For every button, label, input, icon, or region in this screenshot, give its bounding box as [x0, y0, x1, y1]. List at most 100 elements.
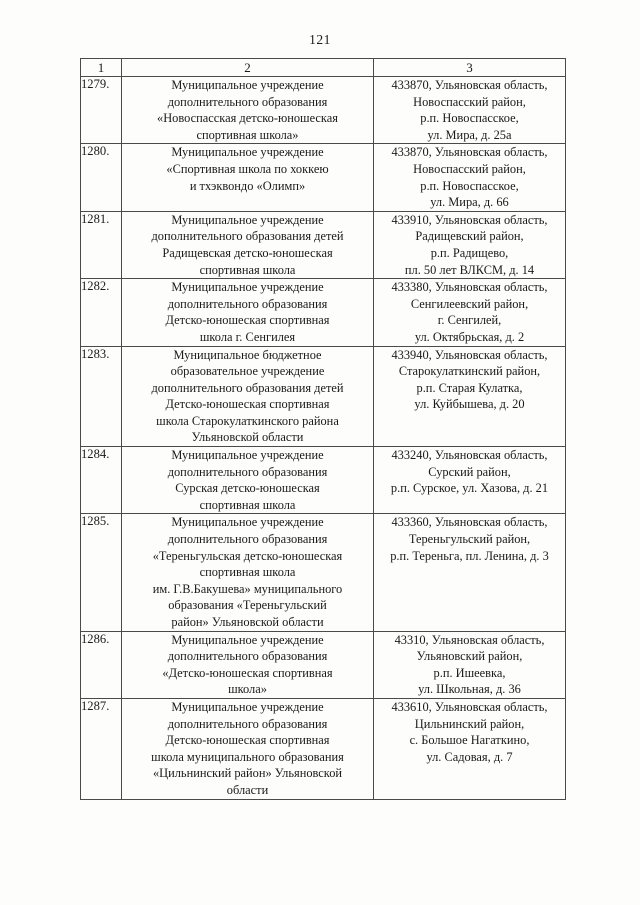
- organization-name-line: спортивная школа»: [196, 127, 299, 142]
- organization-name-line: «Тереньгульская детско-юношеская: [152, 548, 343, 563]
- organization-address-line: Сурский район,: [428, 464, 511, 479]
- organization-name-line: области: [226, 782, 269, 797]
- column-header-1: 1: [80, 58, 122, 77]
- organization-address-line: Ульяновский район,: [416, 649, 523, 664]
- organization-address-cell: 433360, Ульяновская область, Тереньгульск…: [373, 513, 566, 632]
- organization-address-cell: 433380, Ульяновская область,Сенгилеевски…: [373, 278, 566, 347]
- organization-address-cell: 433910, Ульяновская область, Радищевский …: [373, 210, 566, 280]
- organization-address-line: 433610, Ульяновская область,: [391, 699, 548, 714]
- organization-address-line: ул. Мира, д. 66: [430, 195, 509, 210]
- organization-address-line: р.п. Тереньга, пл. Ленина, д. 3: [390, 548, 549, 563]
- organization-address-line: 433870, Ульяновская область,: [391, 145, 548, 160]
- row-index-cell: 1284.: [80, 446, 122, 515]
- organization-address-line: Новоспасский район,: [413, 94, 526, 109]
- organization-name-line: Детско-юношеская спортивная: [165, 733, 330, 748]
- organization-address-cell: 433870, Ульяновская область, Новоспасский…: [373, 75, 566, 145]
- organization-name-cell: Муниципальное учреждение«Спортивная школ…: [121, 143, 374, 212]
- organization-name-line: Детско-юношеская спортивная: [165, 397, 330, 412]
- row-index-cell: 1283.: [80, 345, 122, 448]
- organization-name-line: дополнительного образования: [167, 532, 328, 547]
- organization-address-line: пл. 50 лет ВЛКСМ, д. 14: [404, 262, 535, 277]
- organization-name-cell: Муниципальное учреждение дополнительного …: [121, 630, 374, 699]
- organization-address-line: Новоспасский район,: [413, 161, 526, 176]
- organization-address-line: р.п. Ишеевка,: [433, 665, 506, 680]
- organization-name-line: Муниципальное учреждение: [171, 212, 324, 227]
- organization-name-line: образования «Тереньгульский: [168, 598, 327, 613]
- organization-name-line: Муниципальное учреждение: [171, 145, 324, 160]
- organization-name-line: им. Г.В.Бакушева» муниципального: [152, 581, 343, 596]
- organization-address-line: 433380, Ульяновская область,: [391, 280, 548, 295]
- organization-name-line: школа г. Сенгилея: [199, 329, 296, 344]
- table-row: 1281. Муниципальное учреждение дополнитель…: [80, 210, 566, 280]
- organization-name-line: дополнительного образования детей: [151, 380, 344, 395]
- organization-name-line: дополнительного образования: [167, 716, 328, 731]
- organization-address-cell: 433610, Ульяновская область,Цильнинский …: [373, 697, 566, 800]
- organization-address-line: 433910, Ульяновская область,: [391, 212, 548, 227]
- organization-name-line: Сурская детско-юношеская: [175, 481, 320, 496]
- organization-name-line: дополнительного образования детей: [151, 229, 344, 244]
- table-header-row: 1 2 3: [80, 58, 566, 77]
- organization-address-line: ул. Садовая, д. 7: [426, 749, 513, 764]
- organization-name-line: Детско-юношеская спортивная: [165, 313, 330, 328]
- organization-name-line: Ульяновской области: [191, 430, 304, 445]
- organization-address-cell: 433940, Ульяновская область, Старокулатки…: [373, 345, 566, 448]
- organization-address-line: Тереньгульский район,: [408, 532, 531, 547]
- table-row: 1280.Муниципальное учреждение«Спортивная…: [80, 143, 566, 212]
- organization-name-line: Муниципальное учреждение: [171, 515, 324, 530]
- organization-name-cell: Муниципальное учреждение дополнительного …: [121, 513, 374, 632]
- organization-name-line: дополнительного образования: [167, 649, 328, 664]
- organization-name-line: Муниципальное учреждение: [171, 632, 324, 647]
- organization-name-line: школа муниципального образования: [151, 749, 344, 764]
- organization-name-line: спортивная школа: [199, 565, 296, 580]
- organization-address-cell: 43310, Ульяновская область, Ульяновский р…: [373, 630, 566, 699]
- organization-address-line: 433240, Ульяновская область,: [391, 448, 548, 463]
- organization-address-line: Сенгилеевский район,: [410, 296, 529, 311]
- organization-address-line: ул. Октябрьская, д. 2: [414, 329, 525, 344]
- organization-address-line: Старокулаткинский район,: [398, 364, 541, 379]
- organization-address-line: ул. Школьная, д. 36: [418, 682, 521, 697]
- organization-address-line: ул. Мира, д. 25а: [427, 127, 512, 142]
- column-header-2: 2: [121, 58, 374, 77]
- organization-name-line: «Детско-юношеская спортивная: [162, 665, 333, 680]
- organization-address-line: 433870, Ульяновская область,: [391, 78, 548, 92]
- row-index-cell: 1287.: [80, 697, 122, 800]
- organization-name-line: «Новоспасская детско-юношеская: [157, 111, 338, 126]
- organization-name-line: дополнительного образования: [167, 94, 328, 109]
- organization-name-line: Муниципальное учреждение: [171, 448, 324, 463]
- organization-address-line: г. Сенгилей,: [437, 313, 502, 328]
- organization-address-line: р.п. Новоспасское,: [420, 111, 519, 126]
- organization-address-line: р.п. Радищево,: [430, 245, 509, 260]
- organization-name-line: Муниципальное учреждение: [171, 280, 324, 295]
- organization-address-line: ул. Куйбышева, д. 20: [414, 397, 525, 412]
- organization-address-line: 43310, Ульяновская область,: [394, 632, 545, 647]
- row-index-cell: 1282.: [80, 278, 122, 347]
- organization-address-cell: 433240, Ульяновская область,Сурский райо…: [373, 446, 566, 515]
- organization-name-line: «Цильнинский район» Ульяновской: [152, 766, 343, 781]
- row-index-cell: 1281.: [80, 210, 122, 280]
- organization-name-line: школа Старокулаткинского района: [156, 413, 339, 428]
- organization-name-line: «Спортивная школа по хоккею: [166, 161, 329, 176]
- organization-name-line: район» Ульяновской области: [171, 615, 324, 629]
- organization-name-line: Радищевская детско-юношеская: [162, 245, 333, 260]
- organization-address-line: 433360, Ульяновская область,: [391, 515, 548, 530]
- organization-address-line: Радищевский район,: [415, 229, 524, 244]
- organization-name-line: школа»: [228, 682, 267, 697]
- column-header-3: 3: [373, 58, 566, 77]
- organization-address-line: 433940, Ульяновская область,: [391, 347, 548, 362]
- organization-address-line: р.п. Сурское, ул. Хазова, д. 21: [390, 481, 549, 496]
- organization-name-line: спортивная школа: [199, 497, 296, 512]
- page-number: 121: [309, 32, 331, 47]
